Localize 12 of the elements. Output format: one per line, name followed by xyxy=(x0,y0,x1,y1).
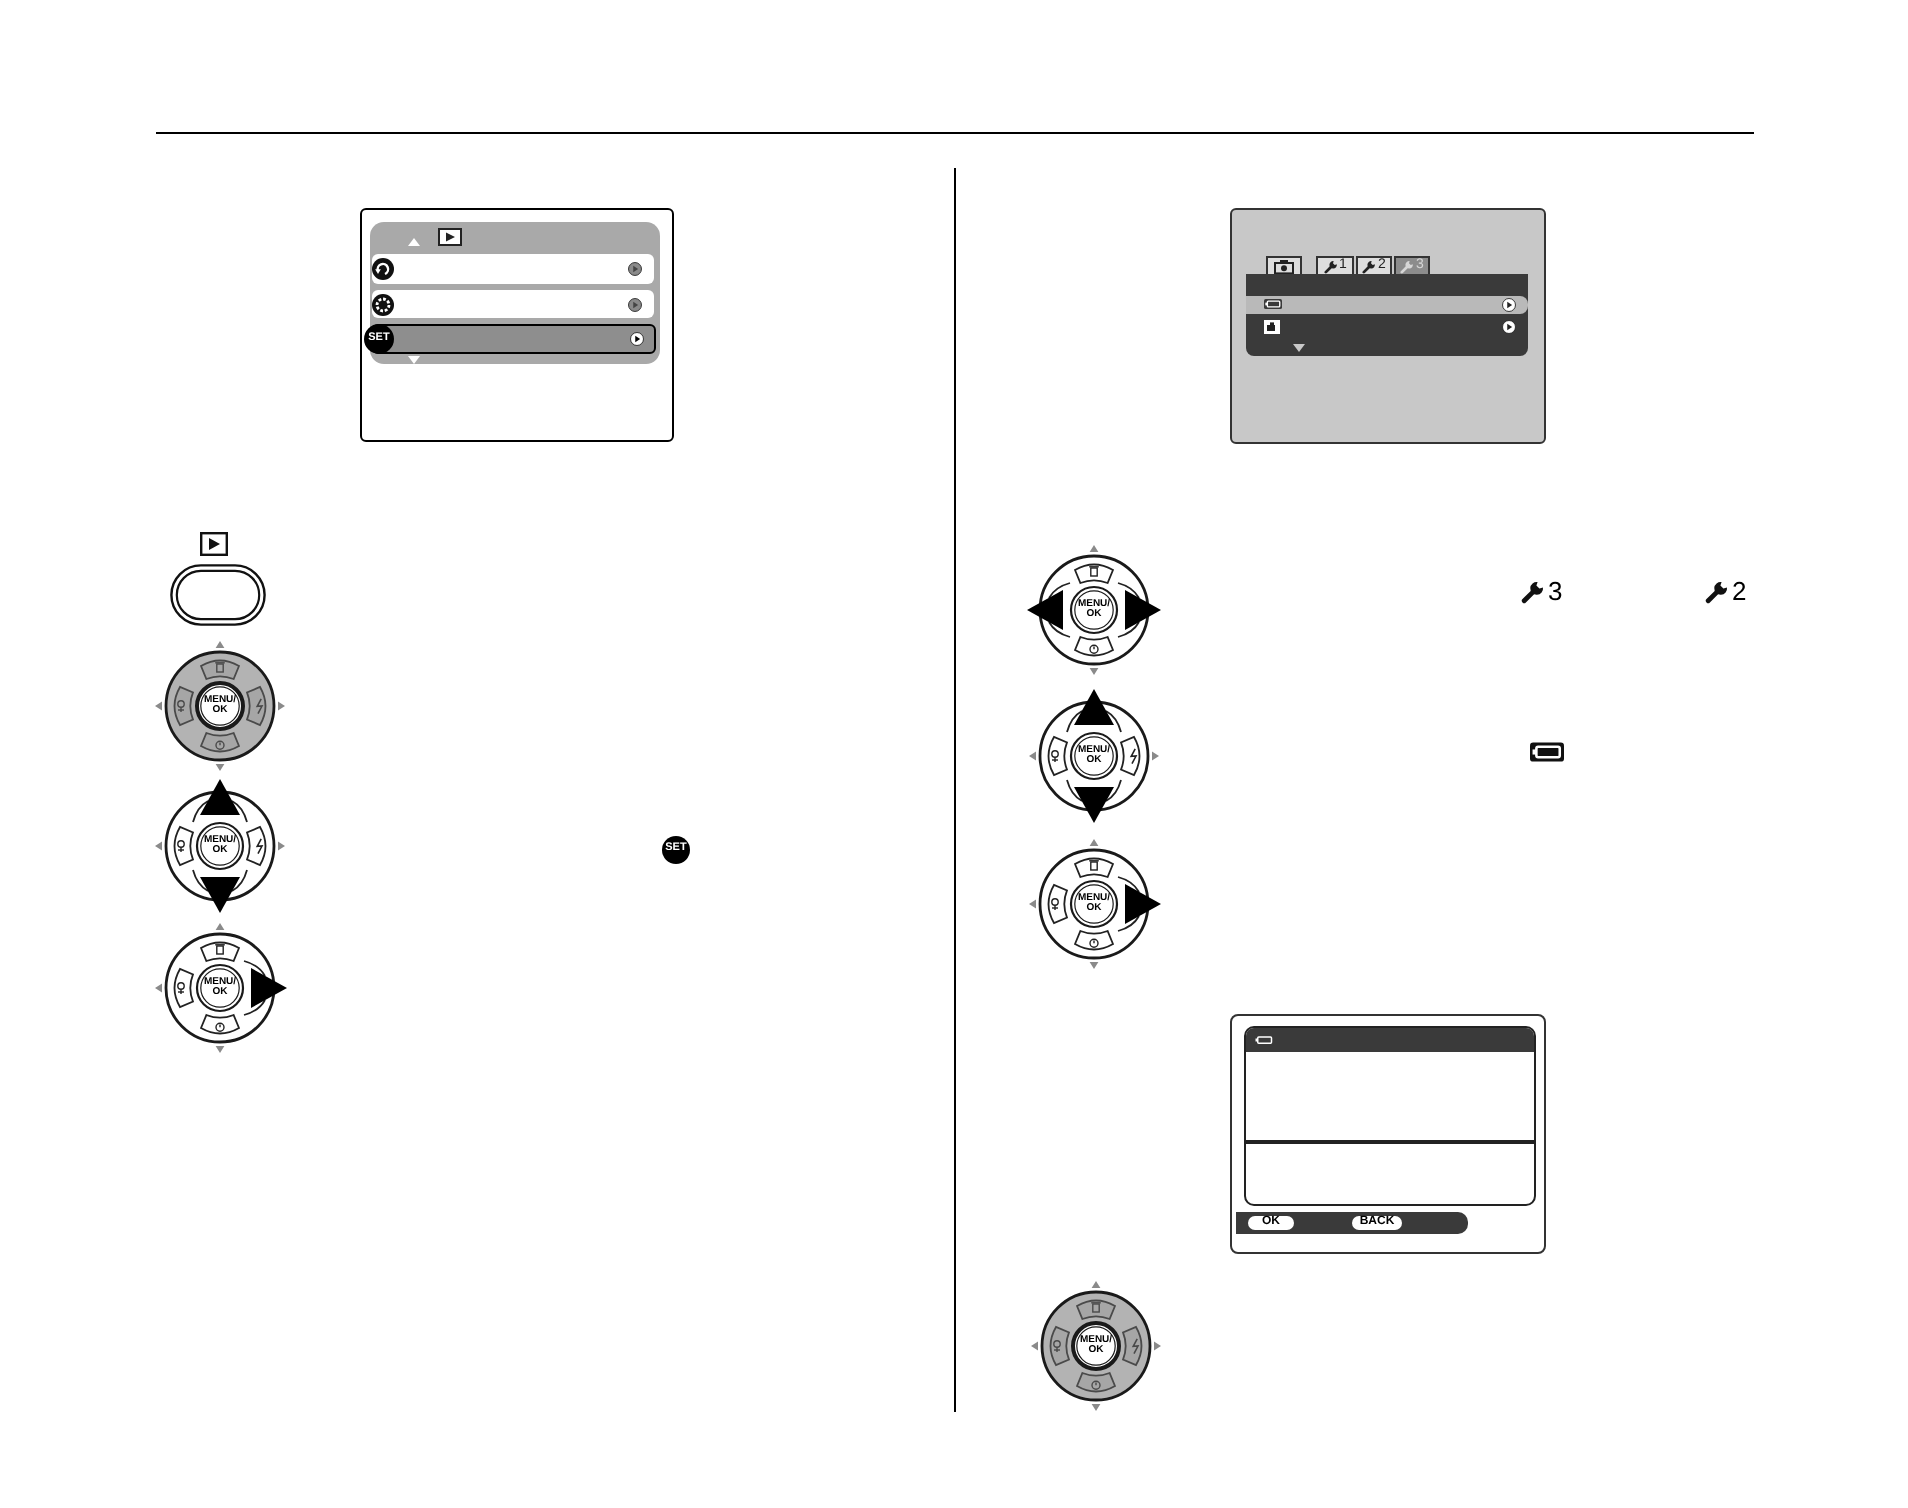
direction-pad xyxy=(1026,1276,1166,1416)
direction-pad xyxy=(150,776,290,916)
tab-number: 2 xyxy=(1732,578,1747,604)
direction-pad xyxy=(1024,540,1164,680)
direction-pad xyxy=(1024,686,1164,826)
tab-number: 3 xyxy=(1548,578,1563,604)
menu-screen xyxy=(360,208,674,442)
dialog-screen xyxy=(1230,1014,1546,1254)
direction-pad xyxy=(150,918,290,1058)
direction-pad xyxy=(1024,834,1164,974)
menu-screen xyxy=(1230,208,1546,444)
direction-pad xyxy=(150,636,290,776)
